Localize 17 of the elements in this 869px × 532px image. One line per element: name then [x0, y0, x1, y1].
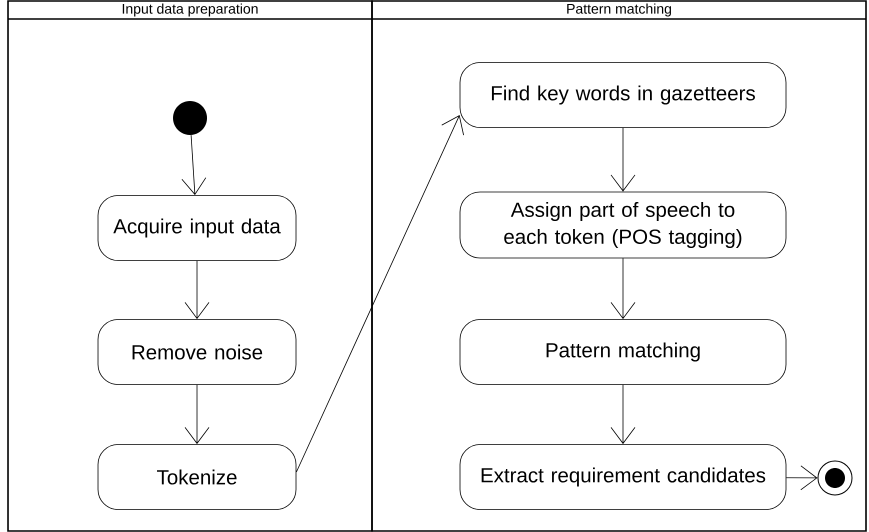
- arrow: [181, 134, 206, 196]
- arrow: [786, 465, 818, 490]
- arrow: [296, 115, 464, 472]
- action-box: Tokenize: [98, 444, 296, 510]
- action-box: Extract requirement candidates: [460, 444, 786, 510]
- action-box: Acquire input data: [98, 195, 296, 261]
- arrow: [184, 260, 210, 320]
- start-node: [173, 101, 207, 135]
- arrow: [610, 258, 636, 320]
- action-box: Find key words in gazetteers: [460, 62, 786, 128]
- arrow: [610, 384, 636, 444]
- action-box: Remove noise: [98, 319, 296, 385]
- action-box: Assign part of speech to each token (POS tagging): [460, 192, 786, 258]
- arrow: [610, 128, 636, 192]
- end-node: [818, 460, 852, 496]
- action-box: Pattern matching: [460, 319, 786, 385]
- arrow: [184, 384, 210, 444]
